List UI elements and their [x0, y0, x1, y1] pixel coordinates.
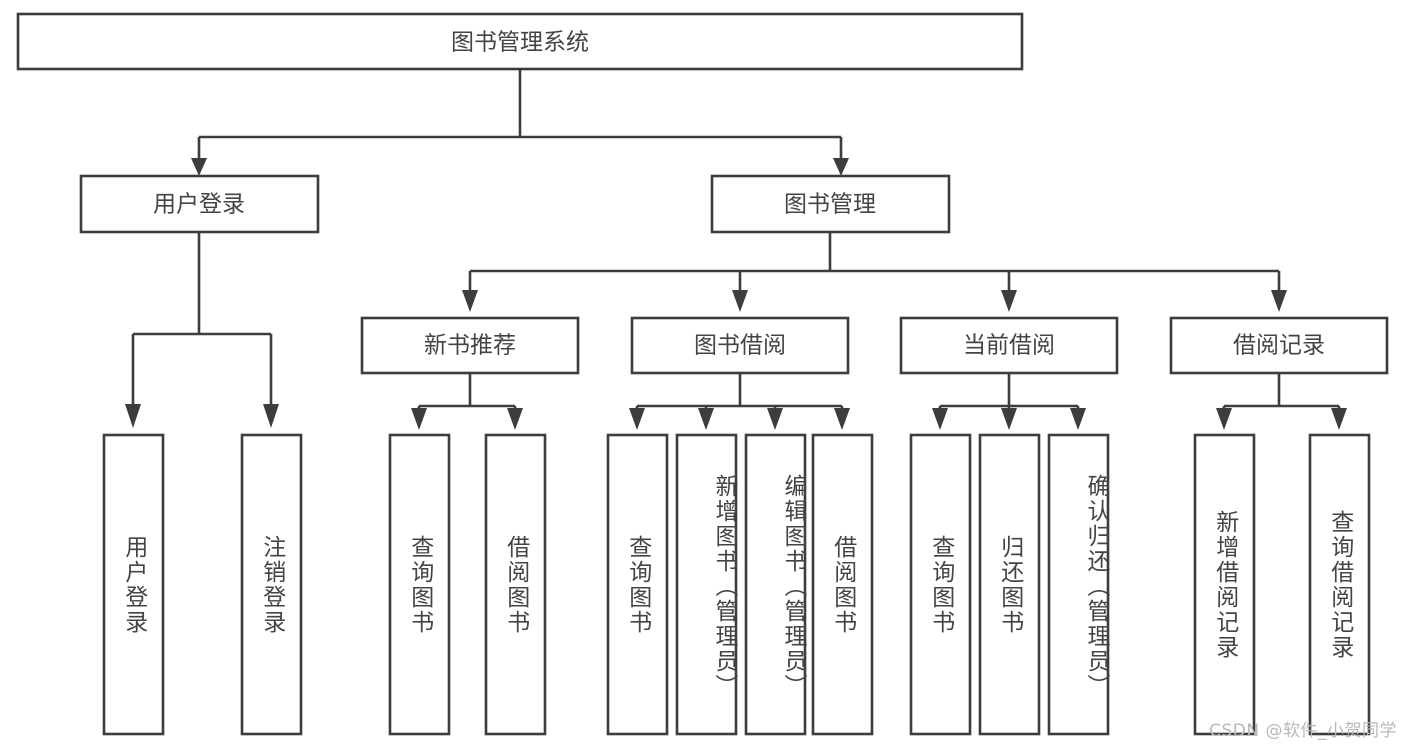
node-leaf-borrow-book-2[interactable] [811, 433, 874, 736]
node-user-login[interactable]: 用户登录 [79, 174, 320, 234]
node-leaf-query-book-3[interactable] [909, 433, 972, 736]
node-leaf-query-record[interactable] [1308, 433, 1371, 736]
connector-borrow-to-leaves [629, 373, 850, 430]
node-current-borrow-label: 当前借阅 [963, 333, 1055, 359]
connector-userlogin-to-leaves [125, 232, 279, 428]
connector-bookmgmt-to-level3 [462, 232, 1287, 312]
connector-current-to-leaves [932, 373, 1086, 430]
node-leaf-logout[interactable] [240, 433, 303, 736]
node-root-label: 图书管理系统 [451, 30, 589, 56]
node-user-login-label: 用户登录 [153, 192, 245, 218]
node-leaf-add-record[interactable] [1193, 433, 1256, 736]
node-borrow-records[interactable]: 借阅记录 [1169, 316, 1389, 375]
connector-records-to-leaves [1216, 373, 1347, 430]
node-leaf-borrow-book-1[interactable] [484, 433, 547, 736]
node-book-management-label: 图书管理 [784, 192, 876, 218]
node-book-borrow[interactable]: 图书借阅 [630, 316, 850, 375]
node-leaf-return-book[interactable] [978, 433, 1041, 736]
watermark-text: CSDN @软件_小贺同学 [1209, 721, 1397, 741]
node-current-borrow[interactable]: 当前借阅 [899, 316, 1119, 375]
node-leaf-query-book-2[interactable] [606, 433, 669, 736]
connector-root-to-level2 [191, 69, 849, 176]
connector-newbook-to-leaves [411, 373, 523, 430]
node-book-borrow-label: 图书借阅 [694, 333, 786, 359]
node-leaf-query-book-1[interactable] [388, 433, 451, 736]
node-borrow-records-label: 借阅记录 [1233, 333, 1325, 359]
node-leaf-user-login[interactable] [102, 433, 165, 736]
node-new-book-recommend[interactable]: 新书推荐 [360, 316, 580, 375]
node-leaf-add-book-admin[interactable] [675, 433, 738, 736]
node-leaf-confirm-return-admin[interactable] [1047, 433, 1110, 736]
node-new-book-recommend-label: 新书推荐 [424, 333, 516, 359]
node-root[interactable]: 图书管理系统 [16, 12, 1024, 71]
node-leaf-edit-book-admin[interactable] [744, 433, 807, 736]
node-book-management[interactable]: 图书管理 [710, 174, 951, 234]
